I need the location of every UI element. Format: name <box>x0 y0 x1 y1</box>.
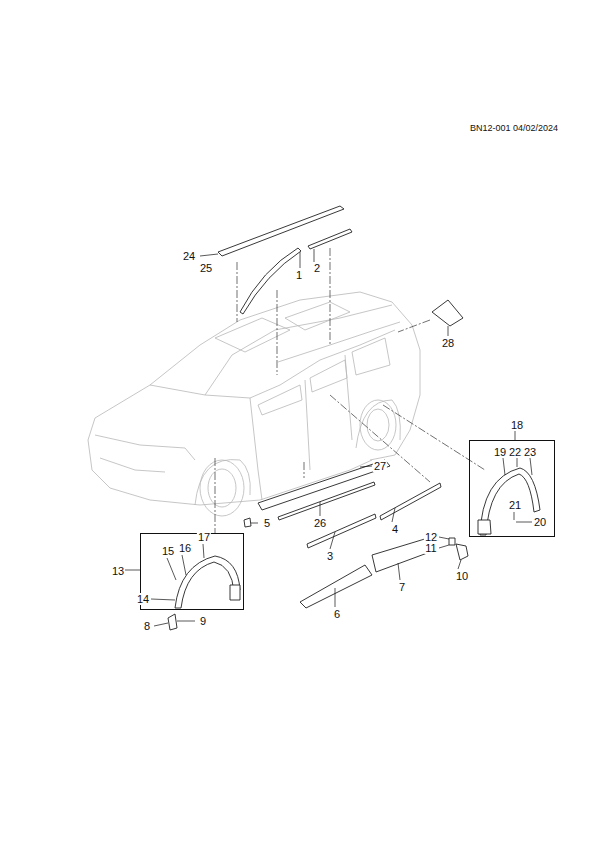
callout-number: 9 <box>199 615 207 627</box>
callout-number: 2 <box>313 262 321 274</box>
callout-number: 11 <box>424 542 437 554</box>
callout-number: 18 <box>510 419 524 431</box>
callout-number: 27 <box>373 460 387 472</box>
callout-number: 24 <box>182 250 196 262</box>
callout-number: 25 <box>199 262 213 274</box>
callout-number: 4 <box>391 523 399 535</box>
leader-lines <box>215 248 485 533</box>
callout-number: 1 <box>295 269 303 281</box>
callout-number: 19 <box>493 446 507 458</box>
callout-number: 14 <box>136 593 150 605</box>
callout-number: 10 <box>455 570 469 582</box>
callout-number: 15 <box>161 545 175 557</box>
callout-number: 17 <box>197 531 211 543</box>
callout-number: 7 <box>398 581 406 593</box>
callout-number: 6 <box>333 608 341 620</box>
callout-number: 16 <box>178 542 192 554</box>
callout-number: 28 <box>441 337 455 349</box>
callout-number: 23 <box>523 446 537 458</box>
callout-number: 3 <box>326 550 334 562</box>
callout-number: 5 <box>263 517 271 529</box>
callout-number: 21 <box>508 499 522 511</box>
callout-number: 22 <box>508 446 522 458</box>
callout-number: 26 <box>313 517 327 529</box>
callout-number: 13 <box>111 565 125 577</box>
callout-leaders <box>122 249 532 626</box>
parts <box>168 206 540 630</box>
callout-number: 20 <box>533 516 547 528</box>
callout-number: 8 <box>143 620 151 632</box>
vehicle-outline <box>88 292 420 516</box>
drawing-reference: BN12-001 04/02/2024 <box>470 123 558 133</box>
